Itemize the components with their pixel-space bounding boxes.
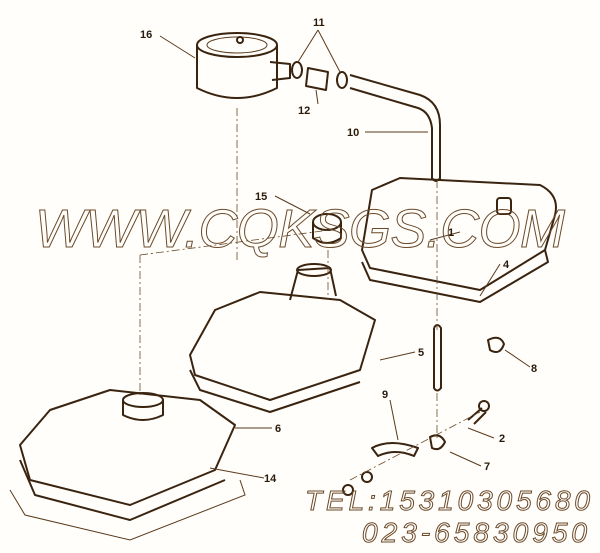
callout-4: 4 [503, 259, 510, 271]
callout-14: 14 [264, 473, 277, 485]
callout-10: 10 [347, 127, 359, 139]
rocker-cover-front [19, 389, 236, 521]
callout-6: 6 [275, 423, 281, 435]
callout-7: 7 [484, 461, 490, 473]
lower-tube [433, 324, 442, 392]
rocker-cover-rear [361, 177, 557, 303]
washer [361, 471, 373, 483]
callout-5: 5 [418, 347, 424, 359]
callout-1: 1 [448, 227, 454, 239]
callout-2: 2 [499, 433, 505, 445]
watermark-phone: 023-65830950 [362, 517, 587, 548]
callout-11: 11 [313, 17, 325, 29]
nut [342, 484, 354, 496]
breather-canister [196, 32, 291, 99]
rocker-cover-middle [189, 263, 376, 413]
watermark-site: WWW.CQKSGS.COM [35, 199, 565, 259]
gasket [9, 479, 246, 541]
breather-tube [349, 74, 441, 180]
hose-fittings [291, 61, 348, 91]
callout-12: 12 [298, 105, 310, 117]
callout-15: 15 [255, 191, 267, 203]
grommet [487, 336, 505, 353]
callout-8: 8 [531, 363, 537, 375]
callout-16: 16 [140, 29, 152, 41]
watermark-tel: TEL:15310305680 [305, 485, 590, 516]
clamp [371, 442, 419, 457]
callout-9: 9 [382, 389, 388, 401]
